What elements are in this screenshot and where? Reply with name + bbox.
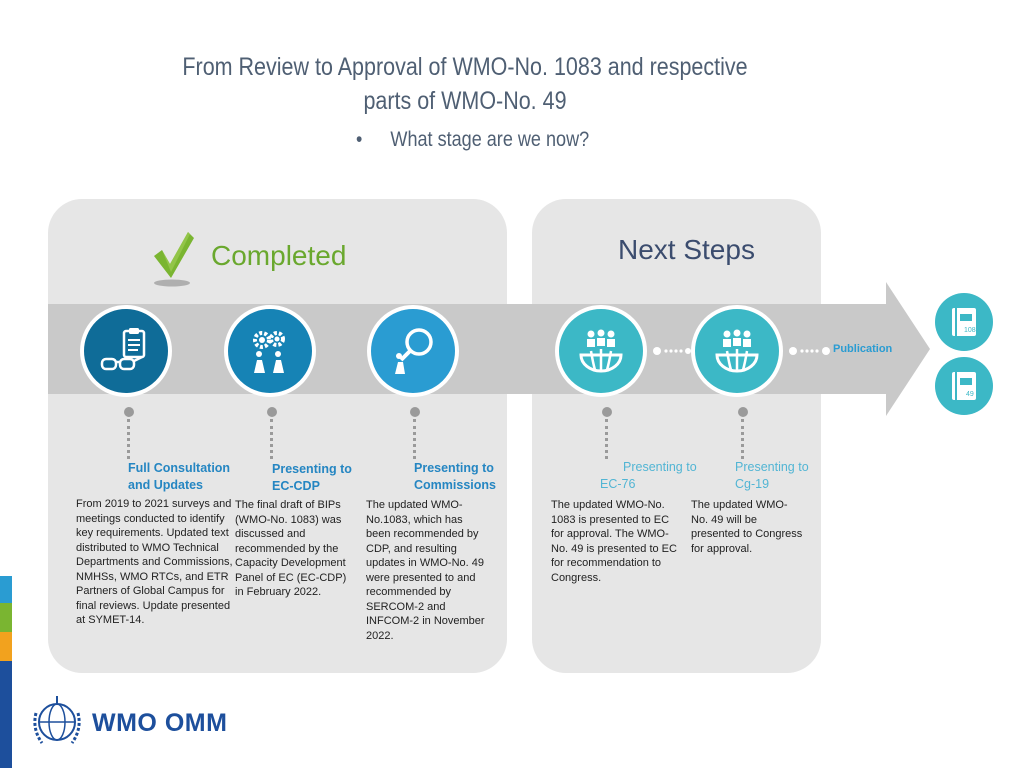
stage-heading-cg-19: Presenting to Cg-19 xyxy=(735,459,809,493)
heading-line: Presenting to xyxy=(272,462,352,476)
heading-line: Commissions xyxy=(414,478,496,492)
stage-description-cg-19: The updated WMO-No. 49 will be presented… xyxy=(691,499,803,555)
stage-connector xyxy=(601,407,613,463)
stage-circle-commissions xyxy=(367,305,459,397)
book-number: 1083 xyxy=(964,327,980,334)
publication-label: Publication xyxy=(833,343,893,355)
globe-people-icon xyxy=(715,329,759,373)
globe-people-icon xyxy=(579,329,623,373)
heading-line: and Updates xyxy=(128,478,204,492)
stage-heading-ec-76: Presenting to EC-76 xyxy=(600,459,697,493)
publication-book-1083: 1083 xyxy=(935,293,993,351)
bullet-point: • What stage are we now? xyxy=(356,128,589,152)
completed-panel xyxy=(48,199,507,673)
bullet-text: What stage are we now? xyxy=(390,128,590,151)
stage-description-ec-76: The updated WMO-No. 1083 is presented to… xyxy=(551,499,677,584)
stage-description-consultation: From 2019 to 2021 surveys and meetings c… xyxy=(76,498,233,626)
checkmark-icon xyxy=(154,232,194,287)
wmo-logo-text: WMO OMM xyxy=(92,709,228,737)
dotted-connector xyxy=(789,347,830,355)
magnifier-person-icon xyxy=(395,328,433,374)
bullet-symbol: • xyxy=(356,128,363,151)
book-icon: 1083 xyxy=(952,308,980,336)
next-steps-panel xyxy=(532,199,821,673)
stage-connector xyxy=(409,407,421,463)
heading-line: Presenting to xyxy=(414,461,494,475)
slide-title: From Review to Approval of WMO-No. 1083 … xyxy=(168,50,761,118)
heading-line: EC-76 xyxy=(600,477,636,491)
stage-heading-consultation: Full Consultation and Updates xyxy=(128,460,230,494)
book-icon: 49 xyxy=(952,372,976,400)
stage-description-ec-cdp: The final draft of BIPs (WMO-No. 1083) w… xyxy=(235,499,347,598)
accent-stripe xyxy=(0,576,12,603)
next-steps-label: Next Steps xyxy=(618,234,755,265)
stage-heading-ec-cdp: Presenting to EC-CDP xyxy=(272,461,352,495)
wmo-emblem-icon xyxy=(33,696,81,744)
stage-circle-ec-76 xyxy=(555,305,647,397)
heading-line: EC-CDP xyxy=(272,479,320,493)
stage-connector xyxy=(266,407,278,463)
stage-circle-ec-cdp xyxy=(224,305,316,397)
stage-circle-consultation xyxy=(80,305,172,397)
stage-description-commissions: The updated WMO-No.1083, which has been … xyxy=(366,499,485,642)
accent-stripe xyxy=(0,632,12,661)
heading-line: Presenting to xyxy=(735,460,809,474)
accent-stripe xyxy=(0,603,12,632)
publication-book-49: 49 xyxy=(935,357,993,415)
clipboard-glasses-icon xyxy=(100,328,146,371)
slide-title-line-2: parts of WMO-No. 49 xyxy=(363,87,567,115)
gears-people-icon xyxy=(253,331,285,373)
stage-heading-commissions: Presenting to Commissions xyxy=(414,460,496,494)
slide-title-line-1: From Review to Approval of WMO-No. 1083 … xyxy=(182,53,748,81)
accent-stripe xyxy=(0,661,12,768)
stage-circle-cg-19 xyxy=(691,305,783,397)
stage-connector xyxy=(737,407,749,463)
book-number: 49 xyxy=(966,391,974,398)
completed-label: Completed xyxy=(211,240,347,271)
heading-line: Presenting to xyxy=(623,460,697,474)
heading-line: Cg-19 xyxy=(735,477,770,491)
heading-line: Full Consultation xyxy=(128,461,231,475)
dotted-connector xyxy=(653,347,691,355)
stage-connector xyxy=(123,407,135,463)
